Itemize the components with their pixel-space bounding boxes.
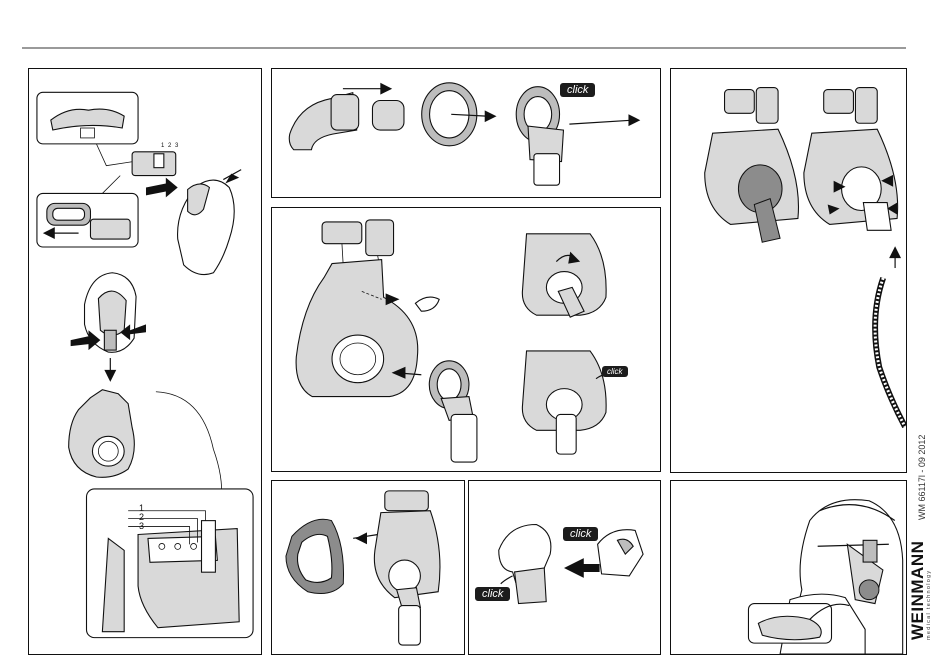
document-code: WM 66117l - 09 2012 [917,435,927,520]
cushion-fitting-illustration [272,481,464,654]
click-badge: click [560,83,595,97]
click-badge: click [563,527,598,541]
elbow-connection-illustration [272,69,660,197]
panel-elbow-connection: click [271,68,661,198]
panel-patient-wearing-mask [670,480,907,655]
header-divider [22,47,906,49]
click-badge: click [602,366,628,377]
clip-position-numbers: 1 2 3 [161,143,179,149]
mask-assembly-illustration [272,208,660,471]
elbow-click-illustration [469,481,660,654]
callout-number-3: 3 [139,521,144,531]
panel-cushion-fitting [271,480,465,655]
panel-mask-assembly: click [271,207,661,472]
panel-headgear-clip-assembly: 1 2 3 1 2 3 [28,68,262,655]
click-badge: click [475,587,510,601]
brand-logo: WEINMANN medical technology [909,541,932,640]
mask-tubing-illustration [671,69,906,472]
panel-mask-tubing [670,68,907,473]
patient-illustration [671,481,906,654]
brand-name: WEINMANN [909,541,926,640]
headgear-clip-illustration [29,69,261,654]
panel-elbow-click: click click [468,480,661,655]
